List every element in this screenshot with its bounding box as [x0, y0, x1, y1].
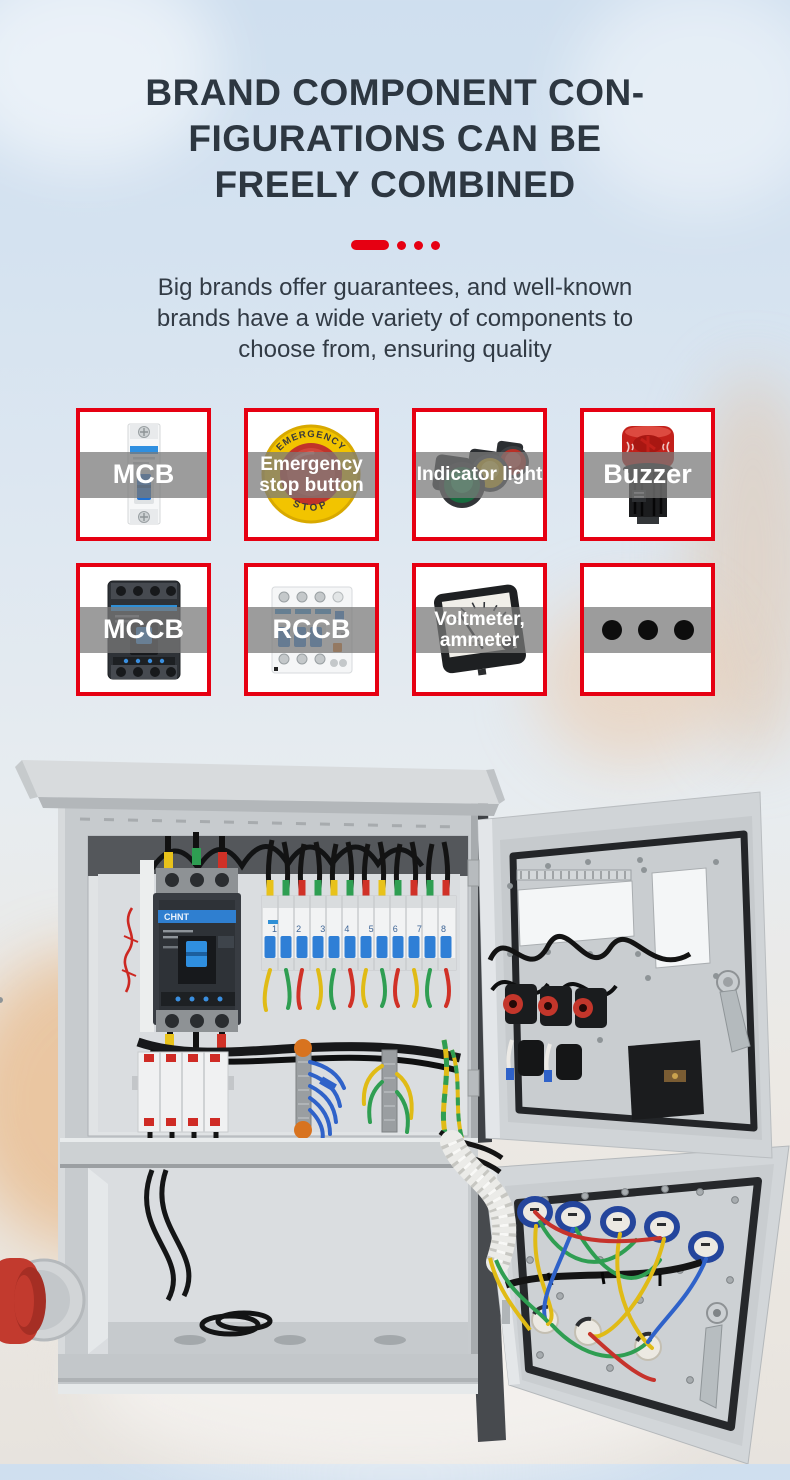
component-card-emergency-stop: EMERGENCY STOP Emergency stop button: [244, 408, 379, 541]
page-subtitle: Big brands offer guarantees, and well-kn…: [0, 272, 790, 365]
lower-compartment: [88, 1168, 468, 1354]
component-card-rccb: RCCB: [244, 563, 379, 696]
mcb-numbers-text: 1 2 3 4 5 6 7 8: [272, 924, 446, 934]
svg-text:STOP: STOP: [291, 498, 331, 514]
cabinet-photo-illustration: CHNT: [0, 760, 790, 1465]
secondary-window-cutout: [651, 867, 711, 969]
component-label: Emergency stop button: [259, 453, 364, 496]
upper-door-open: [0, 791, 773, 1159]
component-label-band: [584, 606, 711, 653]
lower-door-open: [483, 1145, 790, 1465]
cabinet-photo: CHNT: [0, 740, 790, 1465]
main-breaker-chint: CHNT: [121, 832, 241, 1072]
meter-window-cutout: [517, 880, 635, 947]
component-label: Buzzer: [603, 459, 692, 489]
component-card-buzzer: Buzzer: [580, 408, 715, 541]
component-label-band: MCCB: [80, 606, 207, 653]
divider-bar: [350, 240, 389, 250]
title-line-2: FIGURATIONS CAN BE: [188, 118, 602, 159]
component-label-band: RCCB: [248, 606, 375, 653]
component-card-more: [580, 563, 715, 696]
component-label: MCB: [112, 459, 175, 489]
component-label: Voltmeter, ammeter: [434, 608, 525, 651]
component-card-indicator-light: Indicator light: [412, 408, 547, 541]
breaker-brand-text: CHNT: [164, 912, 189, 922]
component-grid: MCB EMERGENCY STOP: [76, 408, 715, 696]
component-label-band: MCB: [80, 451, 207, 498]
divider-dot: [396, 240, 406, 250]
component-label-band: Indicator light: [416, 451, 543, 498]
flexible-conduit: [440, 1130, 550, 1332]
component-card-mcb: MCB: [76, 408, 211, 541]
component-card-voltmeter: Voltmeter, ammeter: [412, 563, 547, 696]
component-label-band: Buzzer: [584, 451, 711, 498]
component-label-band: Voltmeter, ammeter: [416, 606, 543, 653]
ellipsis-icon: [601, 619, 622, 640]
fuse-modules: [132, 1051, 234, 1154]
current-transformers: [503, 984, 607, 1028]
component-label: MCCB: [103, 614, 184, 644]
divider-dot: [413, 240, 423, 250]
stop-arc-text: STOP: [291, 498, 328, 514]
terminal-busbar-earth: [361, 1049, 414, 1134]
ellipsis-icon: [637, 619, 658, 640]
subtitle-line-2: brands have a wide variety of components…: [156, 305, 634, 332]
terminal-busbar-blue: [294, 1039, 346, 1144]
subtitle-line-1: Big brands offer guarantees, and well-kn…: [157, 274, 633, 301]
component-card-mccb: MCCB: [76, 563, 211, 696]
rain-hood: [15, 760, 505, 829]
component-label-band: Emergency stop button: [248, 451, 375, 498]
component-label: Indicator light: [416, 464, 543, 485]
title-line-3: FREELY COMBINED: [214, 164, 576, 205]
mcb-row: 1 2 3 4 5 6 7 8: [261, 839, 457, 1012]
cee-socket-red: [0, 1258, 86, 1344]
ellipsis-icon: [673, 619, 694, 640]
divider-dot: [430, 240, 440, 250]
subtitle-line-3: choose from, ensuring quality: [238, 336, 552, 363]
component-label: RCCB: [272, 614, 351, 644]
page-title: BRAND COMPONENT CON- FIGURATIONS CAN BE …: [0, 70, 790, 208]
title-line-1: BRAND COMPONENT CON-: [145, 72, 645, 113]
title-divider: [0, 240, 790, 250]
cabinet-body: CHNT: [58, 796, 478, 1394]
